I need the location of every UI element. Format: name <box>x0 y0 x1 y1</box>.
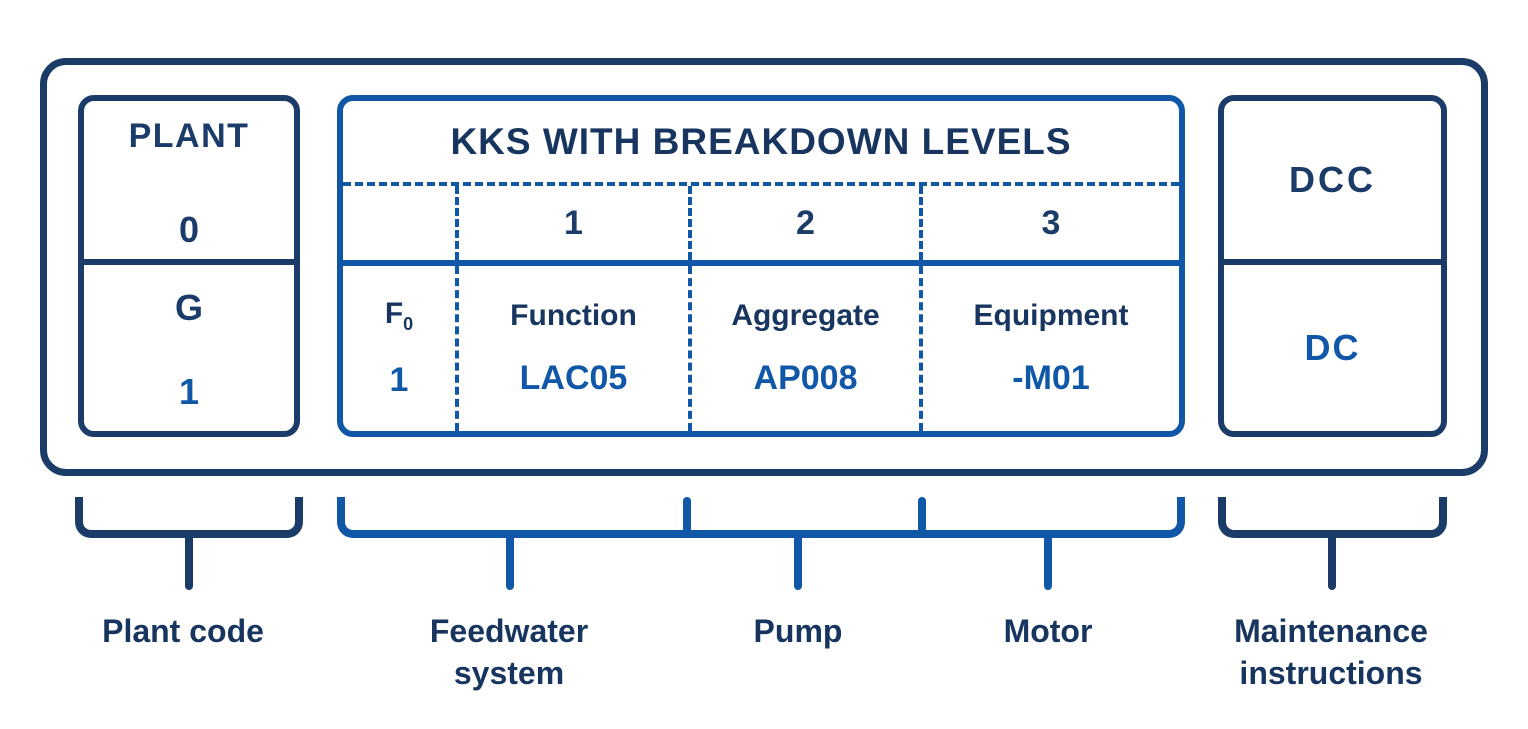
legend-plant-code: Plant code <box>102 613 264 649</box>
legend-maintenance-instructions: Maintenance instructions <box>1234 613 1428 691</box>
maintenance-bracket <box>1218 497 1447 538</box>
legend-pump: Pump <box>753 613 843 649</box>
dcc-title: DCC <box>1224 101 1441 265</box>
plant-code-letter: G <box>174 287 203 328</box>
kks-level-1: 1 <box>564 203 583 242</box>
plant-box: PLANT 0 G 1 <box>78 95 300 437</box>
motor-bracket-stem <box>1044 533 1052 590</box>
plant-code-digit: 1 <box>178 371 200 412</box>
kks-box: KKS WITH BREAKDOWN LEVELS 1 2 3 F0 1 Fun… <box>337 95 1185 437</box>
kks-column-function: Function LAC05 <box>455 266 688 431</box>
legend-motor: Motor <box>1003 613 1093 649</box>
kks-function-label: Function <box>510 299 637 332</box>
plant-level-number: 0 <box>178 209 200 250</box>
feedwater-bracket-stem <box>506 533 514 590</box>
kks-content-row: F0 1 Function LAC05 Aggregate AP008 Equi… <box>343 266 1179 431</box>
plant-bracket <box>75 497 303 538</box>
maintenance-bracket-stem <box>1328 533 1336 590</box>
kks-bracket-tick-2 <box>918 497 926 533</box>
kks-level-2: 2 <box>796 203 815 242</box>
kks-level-cell-3: 3 <box>919 186 1179 260</box>
kks-bracket <box>337 497 1185 538</box>
plant-box-bottom-section: G 1 <box>84 265 294 431</box>
legend-feedwater-system: Feedwater system <box>429 613 589 691</box>
kks-bracket-tick-1 <box>683 497 691 533</box>
kks-f0-value: 1 <box>389 361 409 399</box>
plant-box-top-section: PLANT 0 <box>84 101 294 265</box>
pump-bracket-stem <box>794 533 802 590</box>
dcc-box: DCC DC <box>1218 95 1447 437</box>
kks-column-f0: F0 1 <box>343 266 455 431</box>
kks-level-cell-f0 <box>343 186 455 260</box>
kks-function-value: LAC05 <box>519 359 628 397</box>
kks-aggregate-label: Aggregate <box>731 299 880 332</box>
kks-level-cell-1: 1 <box>455 186 688 260</box>
plant-bracket-stem <box>185 533 193 590</box>
kks-f0-label: F0 <box>384 297 414 334</box>
kks-column-equipment: Equipment -M01 <box>919 266 1179 431</box>
kks-level-numbers-row: 1 2 3 <box>343 186 1179 260</box>
dcc-value: DC <box>1304 327 1361 368</box>
kks-aggregate-value: AP008 <box>753 359 858 397</box>
kks-equipment-value: -M01 <box>1012 359 1090 397</box>
kks-column-aggregate: Aggregate AP008 <box>688 266 919 431</box>
kks-level-3: 3 <box>1041 203 1061 242</box>
plant-title: PLANT <box>128 117 250 155</box>
kks-level-cell-2: 2 <box>688 186 919 260</box>
kks-solid-divider <box>343 260 1179 266</box>
kks-equipment-label: Equipment <box>973 299 1129 332</box>
kks-title: KKS WITH BREAKDOWN LEVELS <box>343 101 1179 186</box>
